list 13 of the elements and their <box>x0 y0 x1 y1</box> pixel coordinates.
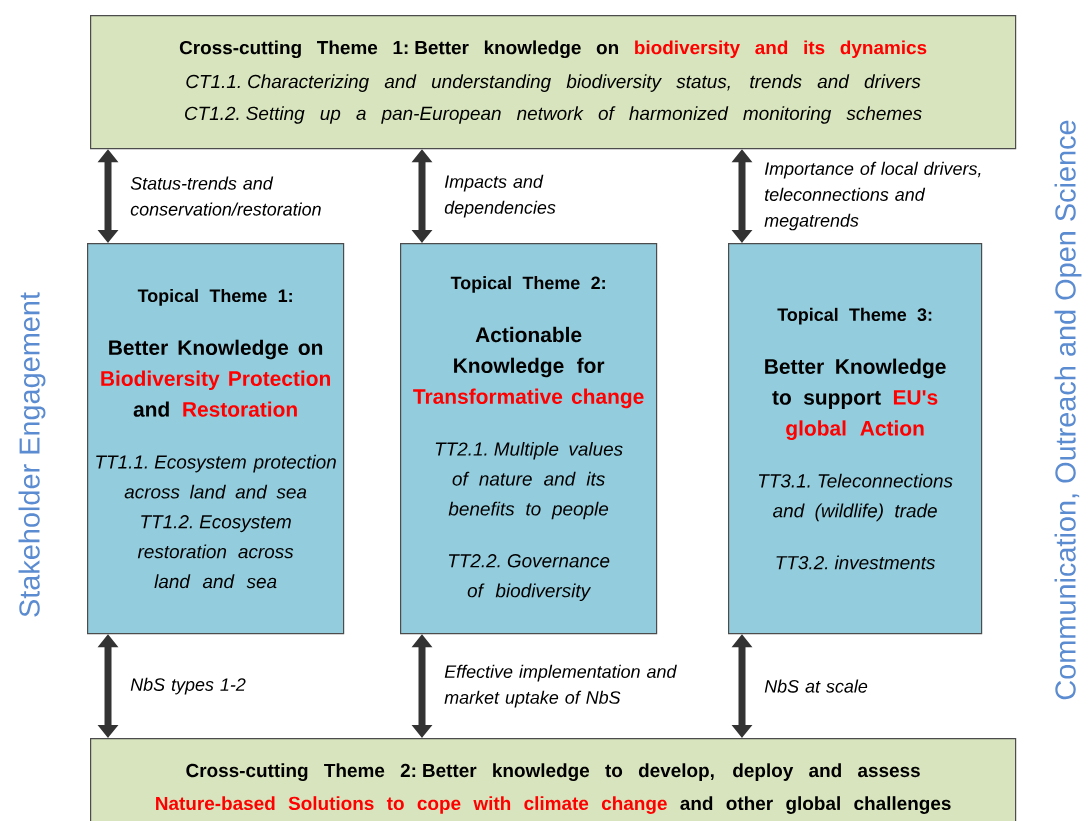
edge-label: NbS types 1-2 <box>130 677 246 695</box>
theme-box: Cross-cutting Theme 1: Better knowledge on biodiversity and its dynamics CT1.1. Characterizing and understanding biodiversity status, trends and drivers CT1.2. Setting up a pan-European network of harmonized monitoring schemes <box>90 15 1017 150</box>
edge-label: Impacts and dependencies <box>444 174 556 218</box>
side-label: Communication, Outreach and Open Science <box>1054 120 1082 700</box>
theme-box: Topical Theme 2: Actionable Knowledge for Transformative change TT2.1. Multiple values of nature and its benefits to people TT2.2. Governance of biodiversity <box>400 243 658 635</box>
theme-box: Topical Theme 1: Better Knowledge on Biodiversity Protection and Restoration TT1.1. Ecosystem protection across land and sea TT1.2. Ecosystem restoration across land and sea <box>87 243 345 635</box>
theme-box: Topical Theme 3: Better Knowledge to support EU's global Action TT3.1. Teleconnections and (wildlife) trade TT3.2. investments <box>728 243 983 635</box>
edge-label: Status-trends and conservation/restoration <box>130 176 321 216</box>
theme-box: Cross-cutting Theme 2: Better knowledge to develop, deploy and assess Nature-based Solutions to cope with climate change and other global challenges <box>90 738 1017 821</box>
edge-label: Importance of local drivers, teleconnections and megatrends <box>764 161 981 231</box>
side-label: Stakeholder Engagement <box>18 292 46 617</box>
edge-label: NbS at scale <box>764 679 868 693</box>
edge-label: Effective implementation and market uptake of NbS <box>444 664 677 708</box>
